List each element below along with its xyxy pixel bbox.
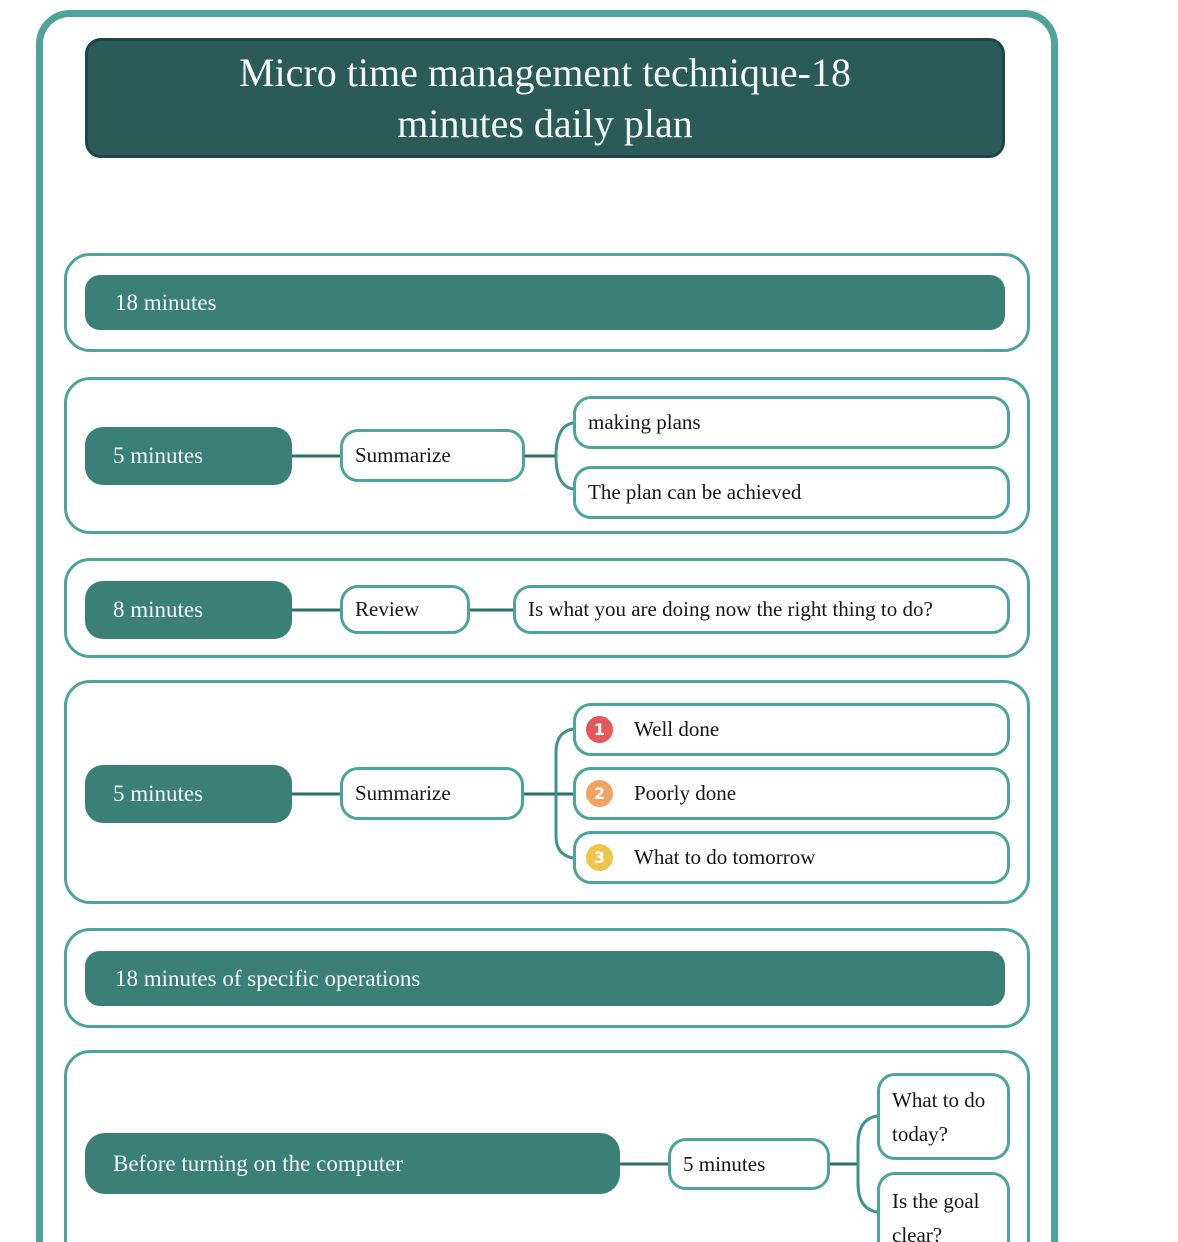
node-poorly-done: 2 Poorly done (573, 767, 1010, 820)
section-review-8-minutes (64, 558, 1030, 658)
page-title: Micro time management technique-18 minut… (85, 38, 1005, 158)
time-label: 5 minutes (113, 443, 204, 468)
bar-18-minutes: 18 minutes (85, 275, 1005, 330)
section-summary-5-minutes (64, 680, 1030, 904)
time-pill-5-minutes-2: 5 minutes (85, 765, 292, 823)
node-label: Well done (634, 717, 720, 741)
node-label: Poorly done (634, 781, 737, 805)
node-plan-can-be-achieved: The plan can be achieved (573, 466, 1010, 519)
bar-specific-operations: 18 minutes of specific operations (85, 951, 1005, 1006)
node-5-minutes: 5 minutes (668, 1138, 830, 1190)
outer-frame (36, 10, 1058, 1242)
node-label: 5 minutes (683, 1151, 766, 1176)
node-label: Summarize (355, 443, 451, 467)
bar-label: 18 minutes of specific operations (115, 965, 421, 991)
title-line-2: minutes daily plan (397, 101, 693, 146)
node-label: The plan can be achieved (588, 480, 802, 504)
node-right-thing-question: Is what you are doing now the right thin… (513, 585, 1010, 634)
time-pill-8-minutes: 8 minutes (85, 581, 292, 639)
node-review: Review (340, 585, 470, 634)
number-2-badge: 2 (586, 780, 613, 807)
node-summarize: Summarize (340, 429, 525, 482)
bar-label: 18 minutes (115, 289, 217, 315)
title-line-1: Micro time management technique-18 (238, 50, 851, 95)
node-well-done: 1 Well done (573, 703, 1010, 756)
node-label: Is the goal clear? (892, 1189, 980, 1242)
time-label: 8 minutes (113, 597, 204, 622)
node-making-plans: making plans (573, 396, 1010, 449)
node-label: Review (355, 597, 420, 621)
section-plan-5-minutes (64, 377, 1030, 534)
node-what-to-do-today: What to do today? (877, 1073, 1010, 1160)
node-what-to-do-tomorrow: 3 What to do tomorrow (573, 831, 1010, 884)
bar-before-computer: Before turning on the computer (85, 1133, 620, 1194)
time-pill-5-minutes: 5 minutes (85, 427, 292, 485)
section-18-minutes (64, 253, 1030, 352)
time-label: 5 minutes (113, 781, 204, 806)
section-before-computer (64, 1050, 1030, 1242)
node-label: Is what you are doing now the right thin… (528, 597, 933, 621)
node-is-the-goal-clear: Is the goal clear? (877, 1172, 1010, 1242)
node-label: What to do today? (892, 1087, 986, 1146)
node-summarize-2: Summarize (340, 767, 524, 820)
section-specific-operations (64, 928, 1030, 1028)
node-label: making plans (588, 410, 701, 434)
node-label: What to do tomorrow (634, 845, 816, 869)
number-3-badge: 3 (586, 844, 613, 871)
number-1-badge: 1 (586, 716, 613, 743)
bar-label: Before turning on the computer (113, 1150, 403, 1176)
node-label: Summarize (355, 781, 451, 805)
